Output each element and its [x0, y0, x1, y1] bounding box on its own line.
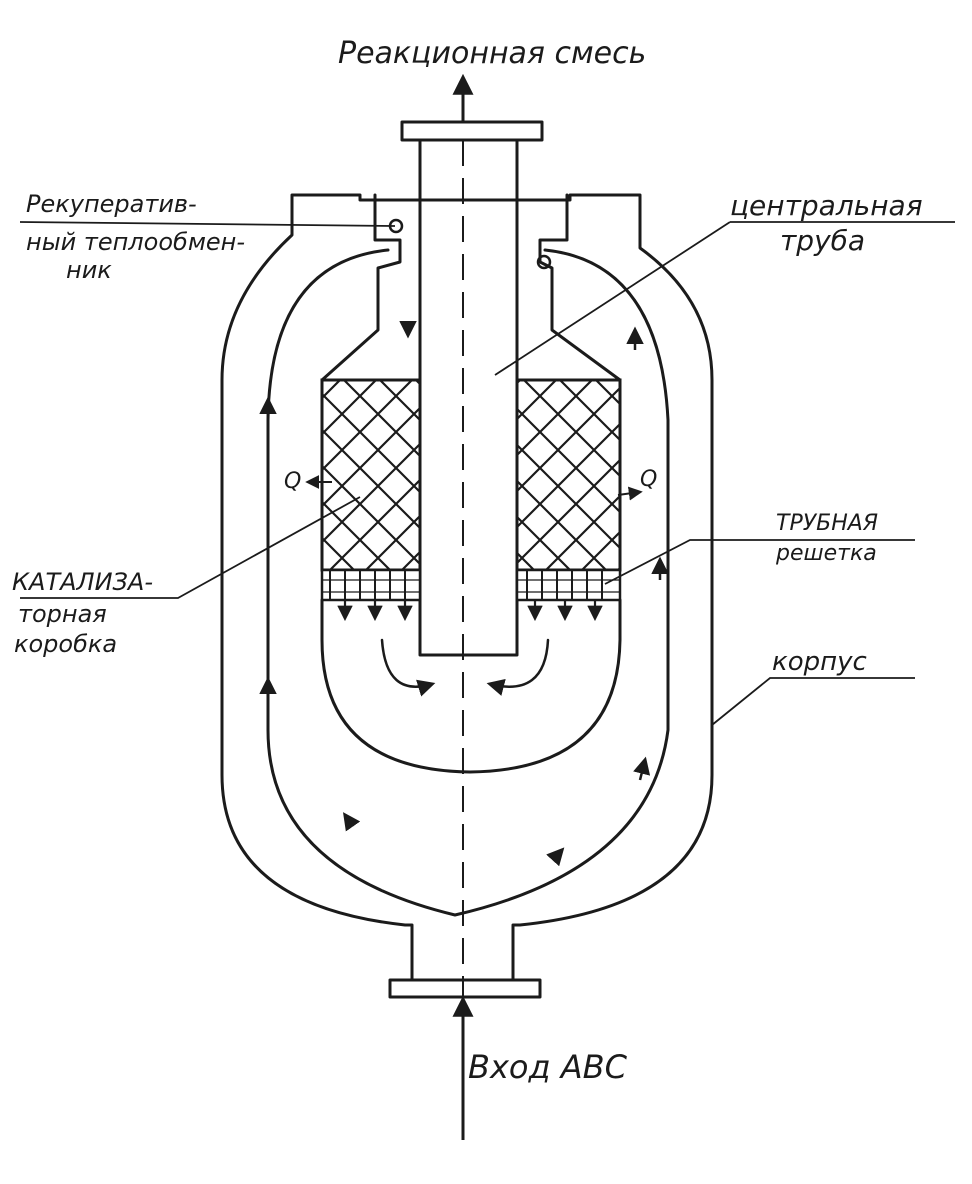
bottom-flange	[388, 978, 542, 999]
label-body: корпус	[772, 647, 867, 677]
label-central-2: труба	[780, 224, 865, 257]
right-neck	[538, 193, 622, 382]
label-central-1: центральная	[730, 189, 923, 222]
flow-arrows-down	[337, 600, 603, 622]
label-catalyst-1: КАТАЛИЗА-	[12, 568, 153, 596]
catalyst-bed-right	[515, 378, 622, 572]
label-tube-sheet-1: ТРУБНАЯ	[776, 511, 878, 536]
heat-arrow-right	[617, 486, 643, 501]
outer-body	[220, 193, 714, 982]
label-heat-left: Q	[284, 469, 301, 494]
catalyst-box-bottom	[320, 598, 622, 774]
label-input: Вход АВС	[468, 1048, 628, 1086]
label-catalyst-2: торная	[18, 600, 107, 628]
label-recuperative-2: ный теплообмен-	[26, 228, 245, 256]
tube-sheet-left	[320, 568, 422, 602]
catalyst-bed-left	[320, 378, 422, 572]
top-flange	[400, 120, 544, 142]
label-output: Реакционная смесь	[338, 36, 646, 71]
left-neck	[320, 193, 402, 382]
label-catalyst-3: коробка	[14, 630, 117, 658]
label-recuperative-3: ник	[66, 256, 112, 284]
central-pipe	[418, 138, 519, 657]
inner-shell	[266, 248, 670, 917]
label-recuperative-1: Рекуператив-	[26, 190, 197, 218]
label-heat-right: Q	[640, 467, 657, 492]
return-arrow-left	[380, 638, 436, 697]
leader-lines	[19, 221, 955, 726]
label-tube-sheet-2: решетка	[775, 541, 877, 566]
tube-sheet-right	[515, 568, 622, 602]
return-arrow-right	[486, 638, 550, 696]
right-exchanger-tube	[536, 254, 552, 270]
annulus-flow-arrows	[259, 321, 669, 867]
